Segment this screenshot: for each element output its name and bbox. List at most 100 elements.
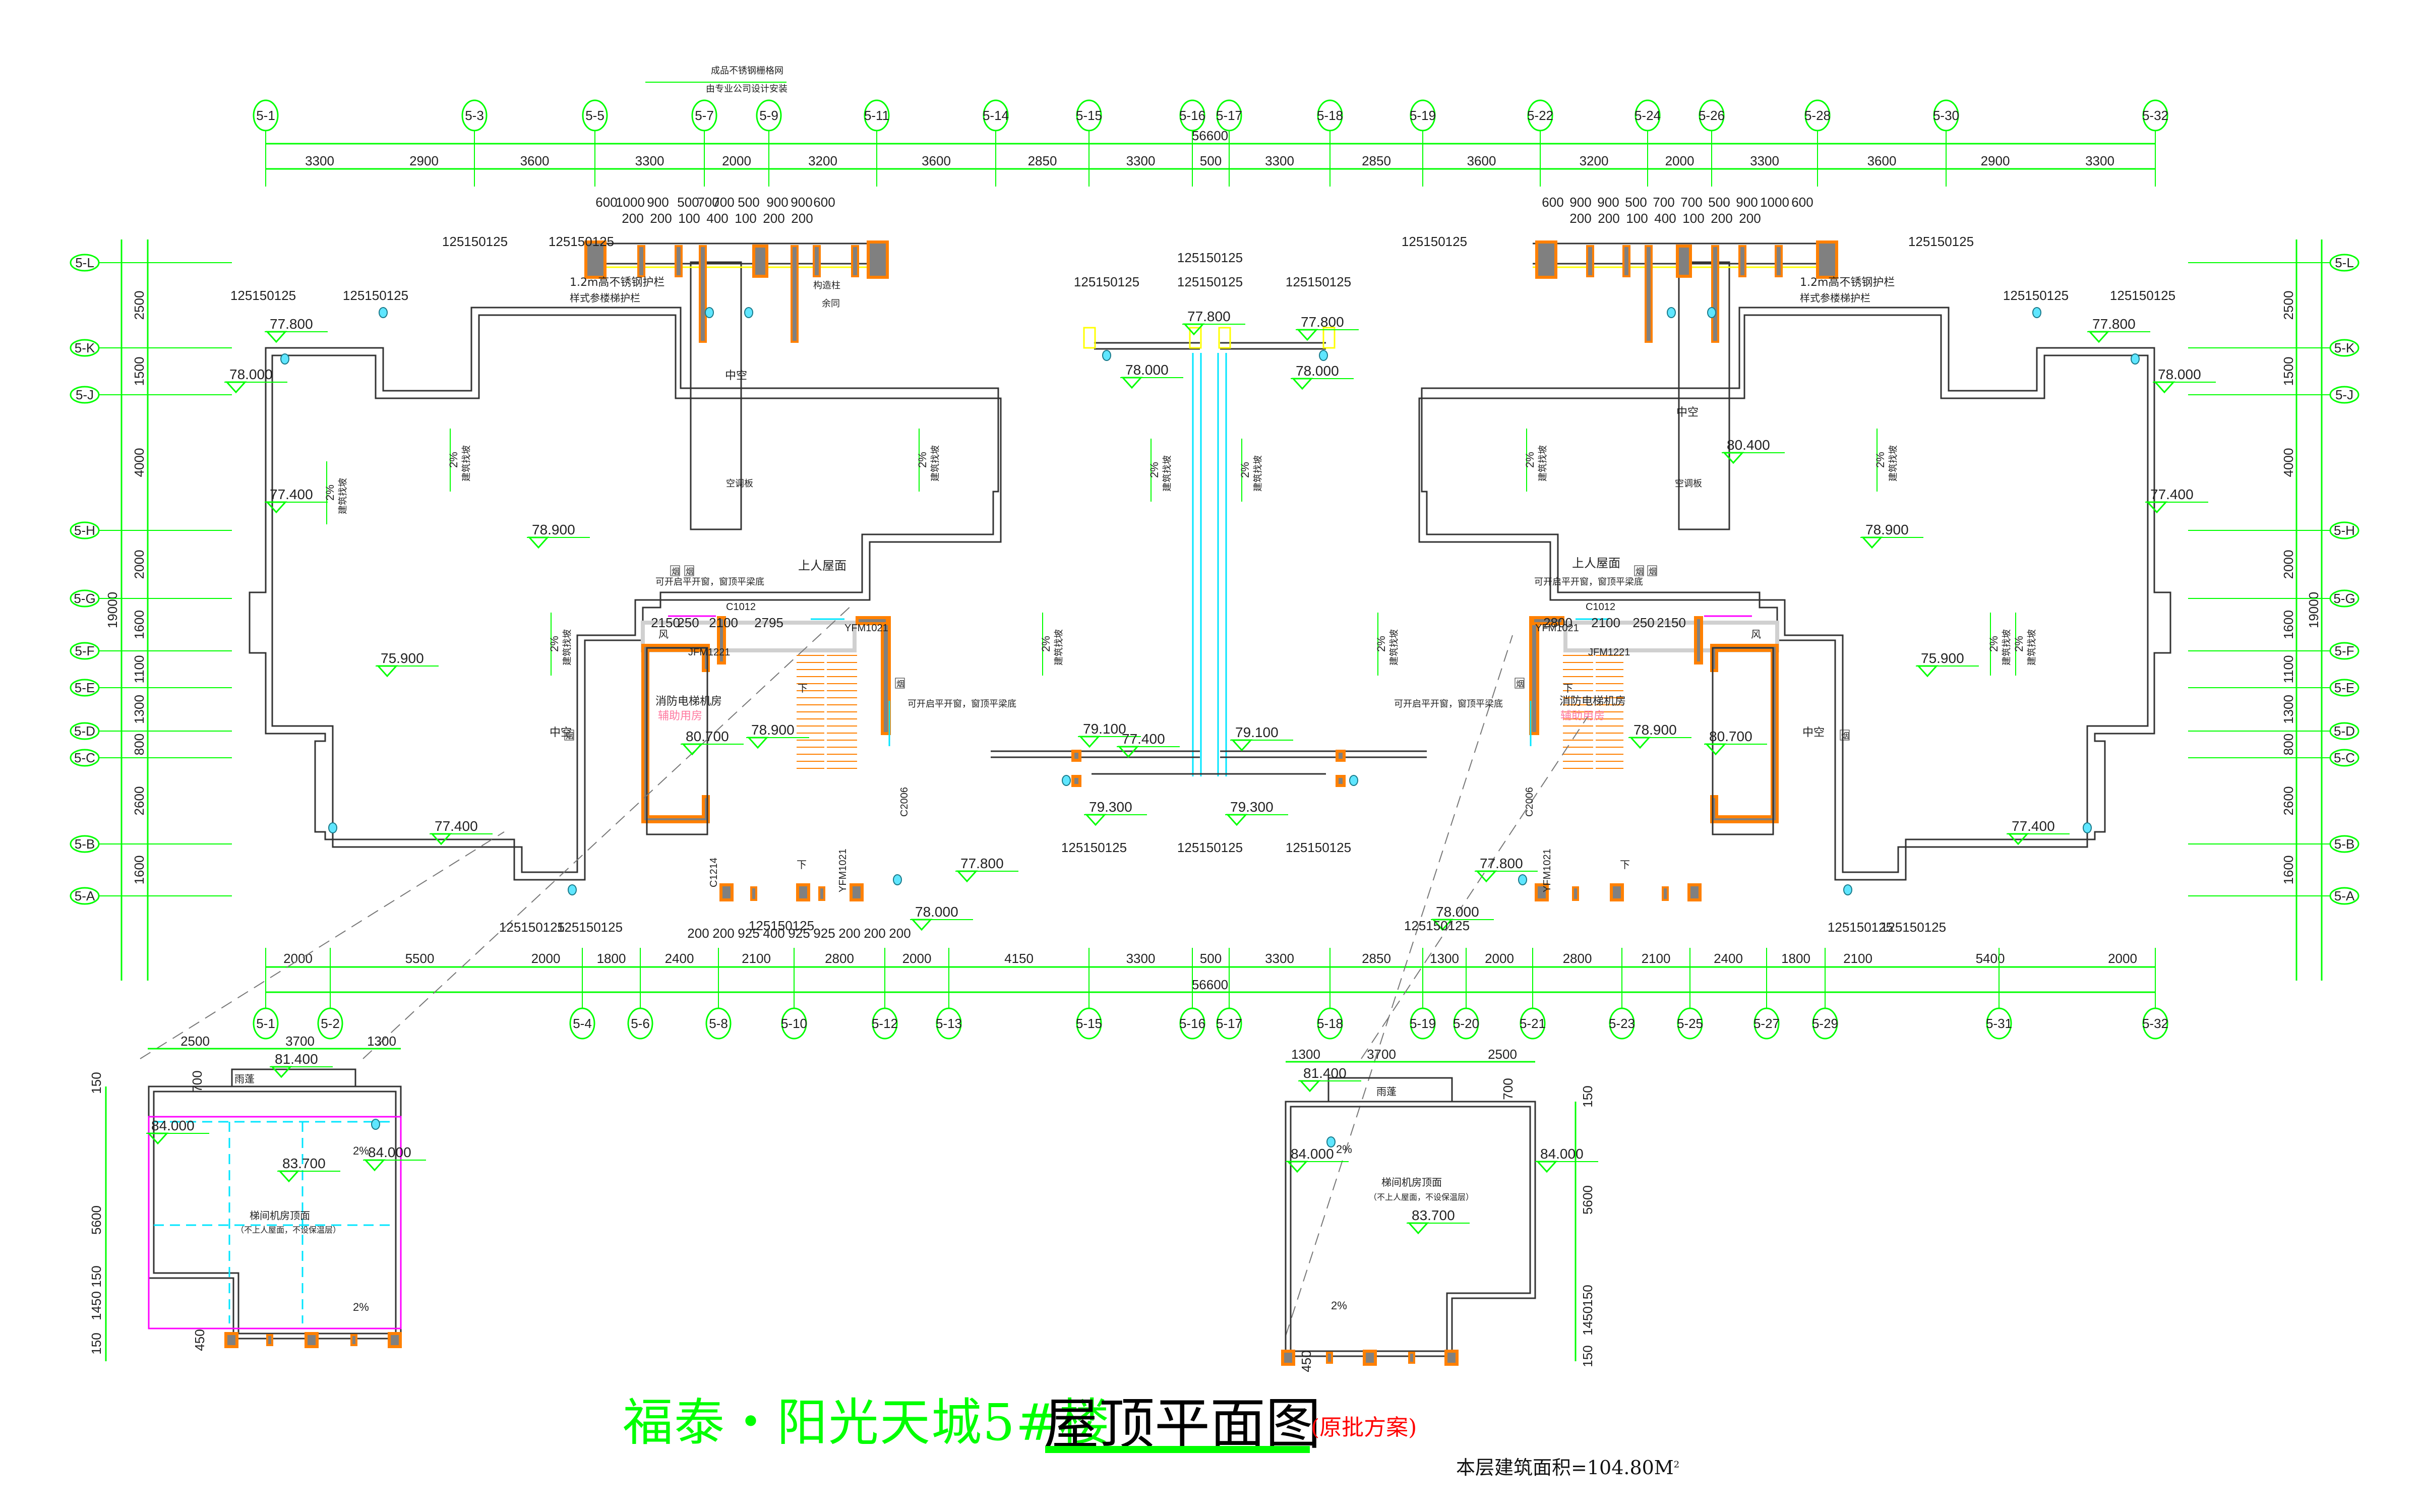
- detail-dim: 700: [1680, 195, 1702, 210]
- column-note-2: 余同: [822, 298, 840, 309]
- slope-value: 2%: [916, 452, 929, 468]
- detail-dim: 500: [738, 195, 759, 210]
- elevation-canopy: 81.400: [275, 1051, 318, 1067]
- dim-row-left: 1500: [132, 357, 147, 386]
- column: [699, 245, 707, 343]
- top-railing-right: [1533, 240, 1838, 343]
- column: [791, 245, 799, 343]
- detail-dim: 1000: [616, 195, 645, 210]
- row-label-right: 5-E: [2334, 680, 2354, 695]
- elevation-main-roof-left: 78.900: [532, 522, 575, 537]
- stair-dim: 2795: [754, 615, 783, 630]
- axis-bubble: [781, 1007, 807, 1040]
- axis-label-top: 5-9: [759, 108, 778, 123]
- roof-drain: [2032, 307, 2041, 318]
- stair-roof-label-right: 梯间机房顶面: [1381, 1176, 1442, 1188]
- col-dim-right: 450: [1299, 1350, 1314, 1372]
- dim-top: 3300: [1265, 153, 1294, 168]
- axis-bubble: [1216, 1007, 1242, 1040]
- row-bubble-left: [70, 339, 100, 357]
- axis-label-bottom: 5-18: [1317, 1016, 1343, 1031]
- slope-note: 建筑找坡: [1538, 445, 1548, 481]
- column: [1816, 240, 1838, 279]
- row-bubble-right: [2329, 887, 2360, 905]
- dim-top: 2900: [409, 153, 439, 168]
- detail-dim: 100: [1626, 211, 1648, 226]
- row-label-right: 5-A: [2334, 888, 2355, 903]
- canopy-depth-left: 700: [190, 1070, 205, 1092]
- axis-bubble: [936, 1007, 962, 1040]
- slope-note: 建筑找坡: [2027, 629, 2037, 666]
- wind-shaft-left: 风: [658, 628, 669, 640]
- dim-bottom: 2800: [1563, 951, 1592, 966]
- dim-bottom: 4150: [1004, 951, 1034, 966]
- elevation-triangle: [1291, 378, 1313, 390]
- axis-bubble: [1453, 1007, 1479, 1040]
- bottom-detail-dim: 925: [788, 926, 810, 941]
- slope-note: 建筑找坡: [562, 629, 573, 666]
- elevation-left-upper: 77.800: [2092, 316, 2136, 332]
- roof-drain: [1707, 307, 1716, 318]
- axis-bubble: [872, 1007, 898, 1040]
- row-bubble-left: [70, 254, 100, 272]
- roof-access-right: 上人屋面: [1572, 556, 1620, 570]
- detail-dim: 500: [1625, 195, 1647, 210]
- roof-drain: [1326, 1136, 1336, 1147]
- dim-row-right: 2000: [2281, 550, 2296, 579]
- axis-bubble: [983, 99, 1009, 132]
- detail-dim-side: 1450: [89, 1291, 104, 1320]
- axis-label-top: 5-1: [256, 108, 275, 123]
- row-label-left: 5-D: [74, 723, 95, 739]
- elevation-stair-landing: 78.900: [751, 722, 795, 738]
- row-label-left: 5-A: [75, 888, 95, 903]
- dim-bottom: 2000: [283, 951, 313, 966]
- axis-bubble: [317, 1007, 343, 1040]
- detail-dim-top: 1300: [367, 1034, 396, 1049]
- axis-label-bottom: 5-17: [1216, 1016, 1242, 1031]
- window-note-right: 可开启平开窗，窗顶平梁底: [1534, 577, 1643, 587]
- row-bubble-right: [2329, 386, 2360, 404]
- slope-note: 建筑找坡: [1162, 455, 1173, 492]
- stair-roof-note-left: （不上人屋面，不设保温层）: [236, 1225, 341, 1235]
- stair-roof-label-left: 梯间机房顶面: [250, 1209, 310, 1222]
- elevation-bridge-bottom: 78.000: [1296, 363, 1339, 379]
- door-yfm-bottom-left: YFM1021: [837, 849, 849, 892]
- window-note-right-2: 可开启平开窗，窗顶平梁底: [1394, 699, 1503, 709]
- smoke-label: 烟: [566, 731, 574, 741]
- dim-top: 3300: [635, 153, 664, 168]
- elevation-bridge-top: 77.800: [1301, 314, 1344, 330]
- elevation-room-left: 75.900: [381, 650, 424, 666]
- dim-bottom: 1300: [1430, 951, 1459, 966]
- row-label-left: 5-E: [75, 680, 95, 695]
- dim-top: 3600: [1467, 153, 1496, 168]
- axis-bubble: [1179, 1007, 1205, 1040]
- elevation-roof-top: 83.700: [1412, 1207, 1455, 1223]
- row-label-right: 5-D: [2334, 723, 2355, 739]
- axis-label-top: 5-3: [465, 108, 484, 123]
- axis-label-bottom: 5-10: [781, 1016, 807, 1031]
- axis-bubble: [1076, 99, 1102, 132]
- detail-dim: 200: [763, 211, 784, 226]
- detail-dim: 200: [650, 211, 672, 226]
- dim-row-right: 1500: [2281, 357, 2296, 386]
- stair-dim: 2800: [1543, 615, 1572, 630]
- bottom-detail-dim: 925: [738, 926, 759, 941]
- dim-bottom: 3300: [1265, 951, 1294, 966]
- axis-bubble: [1410, 1007, 1436, 1040]
- column: [851, 245, 859, 277]
- dim-bottom: 5400: [1976, 951, 2005, 966]
- approval-note: (原批方案): [1311, 1415, 1417, 1440]
- door-yfm-left: YFM1021: [844, 623, 888, 634]
- elevation-bridge-top: 77.800: [1187, 309, 1231, 324]
- detail-dim: 900: [1597, 195, 1619, 210]
- column: [1586, 245, 1594, 277]
- axis-bubble: [1317, 99, 1343, 132]
- dim-top: 2000: [722, 153, 751, 168]
- detail-dim: 1000: [1760, 195, 1789, 210]
- elevation-triangle: [2146, 501, 2168, 514]
- stair-dim: 2150: [1657, 615, 1686, 630]
- elevation-triangle: [364, 1159, 386, 1172]
